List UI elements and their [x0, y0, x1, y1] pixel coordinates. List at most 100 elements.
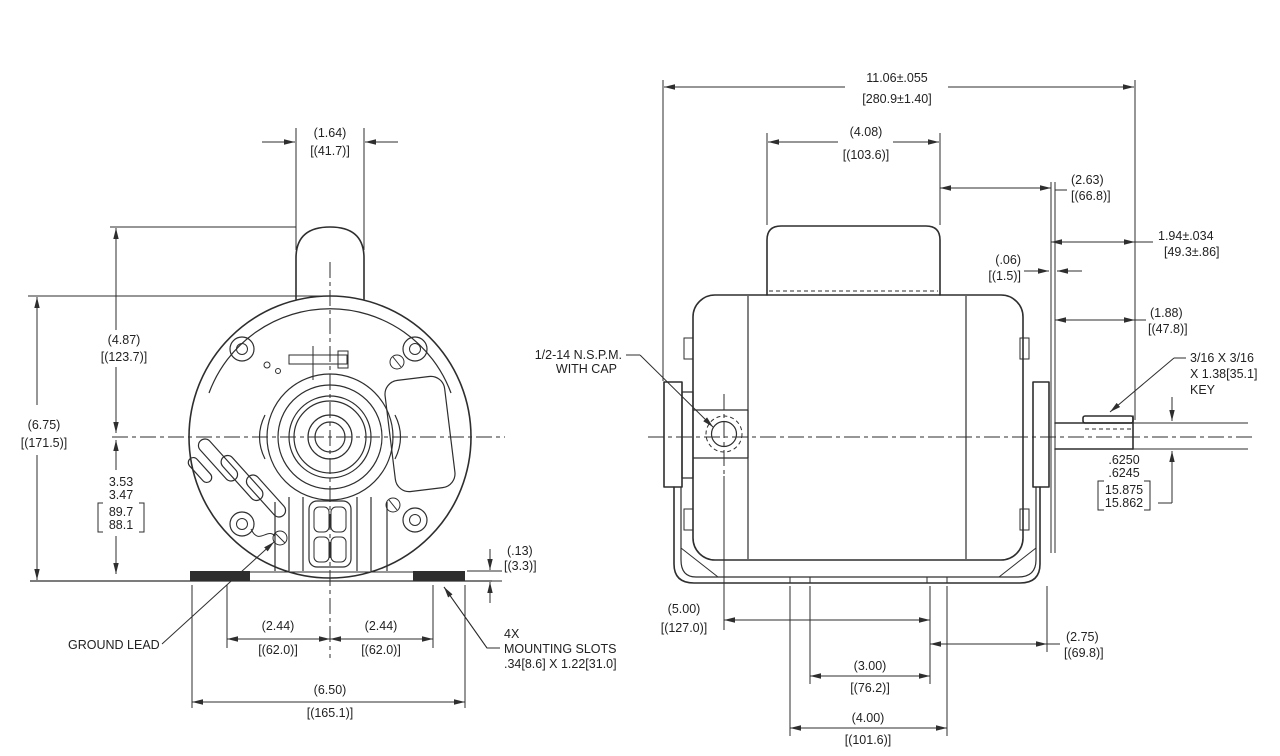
dim-conduit-box: (4.08) [(103.6)]	[766, 125, 941, 225]
motor-side-body	[683, 294, 1030, 561]
dim-base-thickness-mm: [(3.3)]	[504, 559, 537, 573]
dim-overall-height: (6.75) [(171.5)]	[21, 226, 330, 580]
screw-details	[250, 354, 405, 546]
dim-foot-right-in: (2.44)	[365, 619, 398, 633]
dim-slot-to-face-mm: [(69.8)]	[1064, 646, 1104, 660]
dim-top-to-center-in: (4.87)	[108, 333, 141, 347]
terminal-window	[384, 375, 456, 493]
dim-slots-outer-mm: [(101.6)]	[845, 733, 892, 747]
dim-slots-outer-in: (4.00)	[852, 711, 885, 725]
front-hub	[663, 381, 749, 488]
dim-center-to-base: 3.53 3.47 89.7 88.1	[97, 440, 145, 574]
dim-slinger-mm: [(1.5)]	[988, 269, 1021, 283]
dim-foot-right-mm: [(62.0)]	[361, 643, 401, 657]
side-view: 11.06±.055 [280.9±1.40] (4.08) [(103.6)]…	[535, 71, 1258, 747]
conduit-hole-note: 1/2-14 N.S.P.M. WITH CAP	[535, 348, 714, 428]
dim-shaft-ext-in: 1.94±.034	[1158, 229, 1214, 243]
dim-foot-left-mm: [(62.0)]	[258, 643, 298, 657]
dim-shaft-flat-mm: [(47.8)]	[1148, 322, 1188, 336]
right-foot	[413, 571, 465, 581]
shaft-dia-min-in: .6245	[1108, 466, 1139, 480]
dim-cap-width: (1.64) [(41.7)]	[262, 126, 398, 250]
bolt-circles	[229, 336, 428, 537]
conduit-box	[766, 225, 941, 296]
key-note: 3/16 X 3/16 X 1.38[35.1] KEY	[1109, 351, 1257, 413]
bracket-right	[1144, 480, 1151, 511]
dim-foot-spacing: (2.44) [(62.0)] (2.44) [(62.0)]	[226, 585, 434, 657]
dim-base-thickness: (.13) [(3.3)]	[467, 544, 537, 603]
shaft-dia-max-mm: 15.875	[1105, 483, 1143, 497]
dim-shaft-flat: (1.88) [(47.8)]	[1055, 306, 1188, 336]
dim-center-to-base-max-in: 3.53	[109, 475, 133, 489]
dim-cap-width-in: (1.64)	[314, 126, 347, 140]
hub-boss	[693, 409, 749, 459]
bracket-left	[1097, 480, 1104, 511]
dim-hole-to-slot-mm: [(127.0)]	[661, 621, 708, 635]
dim-center-to-base-min-in: 3.47	[109, 488, 133, 502]
mounting-note-3: .34[8.6] X 1.22[31.0]	[504, 657, 617, 671]
conduit-note-1: 1/2-14 N.S.P.M.	[535, 348, 622, 362]
dim-cap-width-mm: [(41.7)]	[310, 144, 350, 158]
dim-base-width-mm: [(165.1)]	[307, 706, 354, 720]
dim-overall-height-mm: [(171.5)]	[21, 436, 68, 450]
shaft-dia-max-in: .6250	[1108, 453, 1139, 467]
key-note-1: 3/16 X 3/16	[1190, 351, 1254, 365]
dim-overall-length-in: 11.06±.055	[866, 71, 928, 85]
dim-conduit-box-in: (4.08)	[850, 125, 883, 139]
mounting-cradle	[673, 486, 1041, 584]
dim-slinger: (.06) [(1.5)]	[988, 253, 1082, 283]
dim-overall-length-mm: [280.9±1.40]	[862, 92, 931, 106]
bracket-left	[97, 502, 103, 533]
dim-slinger-in: (.06)	[995, 253, 1021, 267]
base-and-feet	[30, 497, 492, 582]
dim-slots-inner-mm: [(76.2)]	[850, 681, 890, 695]
hub-ear-left	[258, 414, 266, 460]
dim-shaft-flat-in: (1.88)	[1150, 306, 1183, 320]
dim-shaft-extension: 1.94±.034 [49.3±.86]	[1051, 229, 1220, 259]
dim-top-to-center: (4.87) [(123.7)]	[101, 228, 148, 433]
dim-overall-height-in: (6.75)	[28, 418, 61, 432]
dim-box-to-face: (2.63) [(66.8)]	[940, 173, 1111, 203]
bracket-right	[139, 502, 145, 533]
dim-base-width: (6.50) [(165.1)]	[191, 585, 466, 720]
dim-hole-to-slot: (5.00) [(127.0)]	[661, 476, 931, 684]
nspm-threaded-hole	[710, 420, 738, 448]
dim-box-to-face-mm: [(66.8)]	[1071, 189, 1111, 203]
front-view: (1.64) [(41.7)] (6.75) [(171.5)] (4.87) …	[21, 126, 617, 720]
dim-slots-inner: (3.00) [(76.2)]	[809, 586, 930, 695]
shaft	[1054, 415, 1248, 450]
conduit-note-2: WITH CAP	[556, 362, 617, 376]
lifting-cap-outline	[295, 226, 365, 300]
dim-center-to-base-min-mm: 88.1	[109, 518, 133, 532]
dim-foot-left-in: (2.44)	[262, 619, 295, 633]
endbell-inner-contour	[208, 308, 452, 394]
ground-lead-note: GROUND LEAD	[68, 541, 275, 652]
mounting-note-leader	[443, 586, 500, 649]
dim-slot-to-face: (2.75) [(69.8)]	[930, 586, 1104, 660]
shaft-hub-rings	[258, 373, 402, 501]
hub-ear-right	[394, 414, 402, 460]
dim-overall-length: 11.06±.055 [280.9±1.40]	[662, 71, 1136, 420]
dim-slots-outer: (4.00) [(101.6)]	[789, 586, 948, 747]
mounting-note-2: MOUNTING SLOTS	[504, 642, 617, 656]
dim-conduit-box-mm: [(103.6)]	[843, 148, 890, 162]
dim-slot-to-face-in: (2.75)	[1066, 630, 1099, 644]
dim-slots-inner-in: (3.00)	[854, 659, 887, 673]
dim-top-to-center-mm: [(123.7)]	[101, 350, 148, 364]
dim-center-to-base-max-mm: 89.7	[109, 505, 133, 519]
shaft-key	[1082, 415, 1134, 424]
lever-detail	[263, 346, 349, 380]
mounting-slots-note: 4X MOUNTING SLOTS .34[8.6] X 1.22[31.0]	[443, 586, 617, 671]
dim-base-width-in: (6.50)	[314, 683, 347, 697]
dim-box-to-face-in: (2.63)	[1071, 173, 1104, 187]
dim-hole-to-slot-in: (5.00)	[668, 602, 701, 616]
side-centerlines	[648, 394, 1252, 474]
dim-shaft-diameter: .6250 .6245 15.875 15.862	[1097, 397, 1175, 511]
key-note-2: X 1.38[35.1]	[1190, 367, 1257, 381]
front-centerlines	[112, 262, 505, 658]
key-note-3: KEY	[1190, 383, 1216, 397]
vent-slots	[187, 438, 287, 518]
ground-lead-label: GROUND LEAD	[68, 638, 160, 652]
